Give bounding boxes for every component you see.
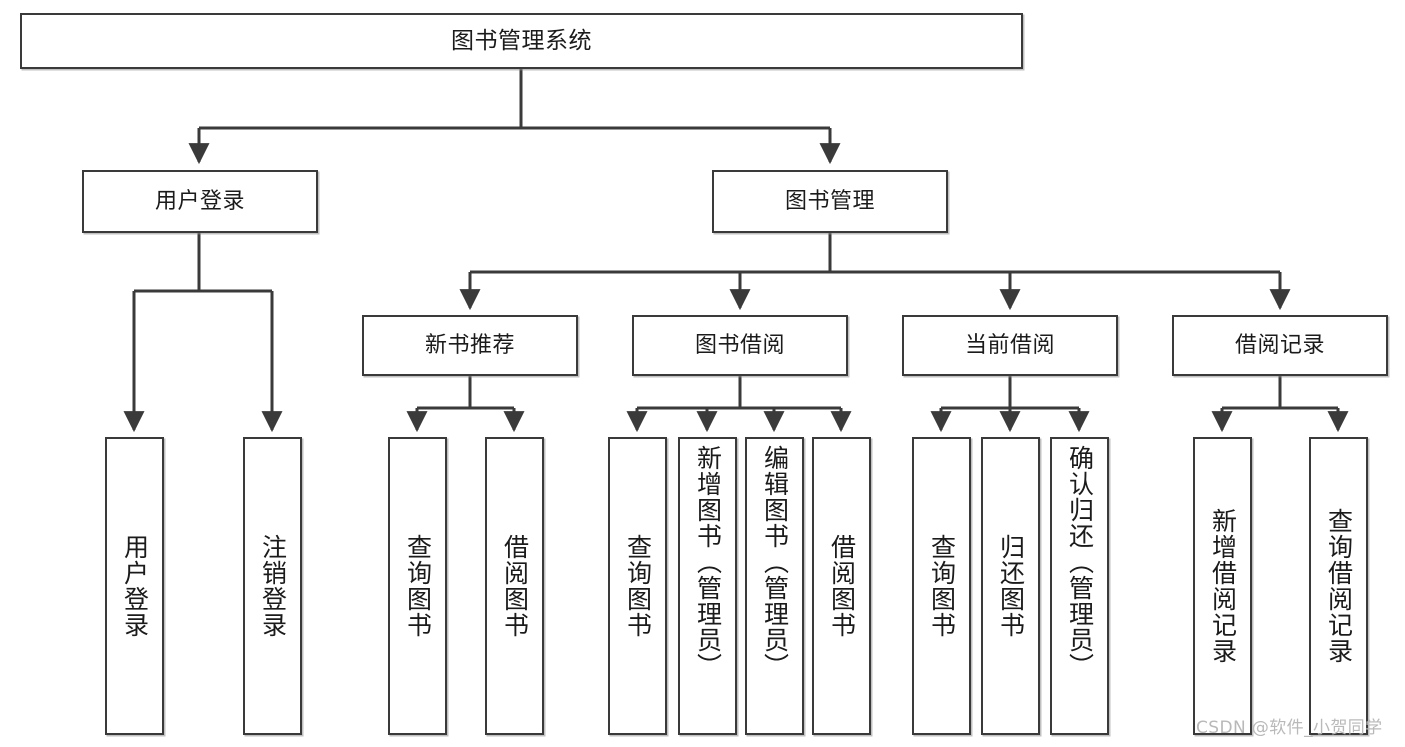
node-user-login[interactable]: 用户登录 [82, 170, 318, 233]
node-borrow-record-label: 借阅记录 [1234, 332, 1325, 358]
node-leaf-user-login-login[interactable]: 用户登录 [105, 437, 164, 735]
node-leaf-current-borrow-return[interactable]: 归还图书 [981, 437, 1040, 735]
node-leaf-current-borrow-query[interactable]: 查询图书 [912, 437, 971, 735]
node-leaf-book-borrow-query[interactable]: 查询图书 [608, 437, 667, 735]
node-new-book-recommend-label: 新书推荐 [424, 332, 515, 358]
node-current-borrow[interactable]: 当前借阅 [902, 315, 1118, 376]
node-new-book-recommend[interactable]: 新书推荐 [362, 315, 578, 376]
node-leaf-book-borrow-borrow-label: 借阅图书 [827, 534, 857, 638]
node-book-manage-label: 图书管理 [784, 188, 875, 214]
node-leaf-book-borrow-add[interactable]: 新增图书（管理员） [678, 437, 737, 735]
node-leaf-user-login-logout[interactable]: 注销登录 [243, 437, 302, 735]
node-leaf-user-login-logout-label: 注销登录 [258, 534, 288, 638]
node-leaf-borrow-record-query-label: 查询借阅记录 [1324, 508, 1354, 664]
node-borrow-record[interactable]: 借阅记录 [1172, 315, 1388, 376]
node-leaf-borrow-record-add[interactable]: 新增借阅记录 [1193, 437, 1252, 735]
node-leaf-current-borrow-confirm[interactable]: 确认归还（管理员） [1050, 437, 1109, 735]
node-leaf-new-book-borrow[interactable]: 借阅图书 [485, 437, 544, 735]
node-leaf-new-book-query-label: 查询图书 [403, 534, 433, 638]
node-current-borrow-label: 当前借阅 [964, 332, 1055, 358]
node-leaf-book-borrow-edit[interactable]: 编辑图书（管理员） [745, 437, 804, 735]
node-book-borrow[interactable]: 图书借阅 [632, 315, 848, 376]
node-leaf-borrow-record-add-label: 新增借阅记录 [1208, 508, 1238, 664]
node-leaf-current-borrow-return-label: 归还图书 [996, 534, 1026, 638]
node-leaf-current-borrow-confirm-label: 确认归还（管理员） [1065, 445, 1095, 679]
node-root-system[interactable]: 图书管理系统 [20, 13, 1023, 69]
node-leaf-new-book-query[interactable]: 查询图书 [388, 437, 447, 735]
node-leaf-current-borrow-query-label: 查询图书 [927, 534, 957, 638]
node-leaf-new-book-borrow-label: 借阅图书 [500, 534, 530, 638]
node-user-login-label: 用户登录 [154, 188, 245, 214]
node-book-manage[interactable]: 图书管理 [712, 170, 948, 233]
node-book-borrow-label: 图书借阅 [694, 332, 785, 358]
node-leaf-book-borrow-query-label: 查询图书 [623, 534, 653, 638]
node-leaf-user-login-login-label: 用户登录 [120, 534, 150, 638]
node-leaf-borrow-record-query[interactable]: 查询借阅记录 [1309, 437, 1368, 735]
node-leaf-book-borrow-add-label: 新增图书（管理员） [693, 445, 723, 679]
node-leaf-book-borrow-edit-label: 编辑图书（管理员） [760, 445, 790, 679]
node-leaf-book-borrow-borrow[interactable]: 借阅图书 [812, 437, 871, 735]
node-root-system-label: 图书管理系统 [451, 27, 592, 54]
